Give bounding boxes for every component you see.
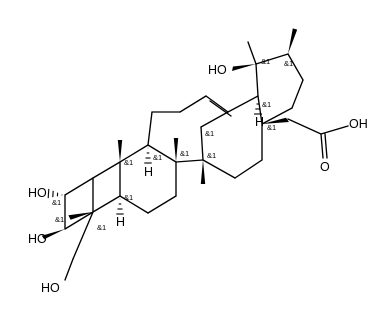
stereo-label: &1 (97, 223, 106, 232)
atom-label-oh-c3: HO (28, 232, 47, 246)
bond (92, 161, 121, 179)
bond (64, 211, 94, 230)
atom-label-cooh-oh: OH (349, 117, 368, 131)
bond (287, 53, 304, 81)
bond (320, 133, 324, 159)
stereo-label: &1 (180, 149, 189, 158)
wedge-bond (262, 117, 289, 124)
bond (200, 126, 204, 161)
hash-bond (116, 198, 124, 215)
bond (200, 111, 229, 128)
bond (261, 107, 293, 125)
stereo-label: &1 (262, 100, 271, 109)
bond (147, 111, 153, 146)
bond (205, 95, 229, 113)
bond (147, 195, 177, 214)
bond (64, 258, 74, 281)
bond (255, 63, 259, 97)
hash-bond (144, 147, 152, 164)
wedge-bond (173, 138, 179, 162)
bond (255, 53, 289, 65)
bond (92, 195, 121, 213)
bond (119, 195, 149, 214)
wedge-bond (200, 160, 206, 184)
bond (147, 144, 177, 163)
atom-label-h-c5: H (116, 215, 125, 229)
stereo-label: &1 (153, 153, 162, 162)
stereo-label: &1 (267, 123, 276, 132)
stereo-label: &1 (124, 158, 133, 167)
bond (119, 144, 149, 163)
bond (72, 211, 94, 260)
hash-bond (254, 98, 262, 115)
hash-bond (47, 188, 63, 199)
wedge-bond (68, 212, 93, 220)
stereo-label: &1 (55, 215, 64, 224)
double-bond-inner (209, 100, 232, 117)
stereo-label: &1 (284, 59, 293, 68)
bond (291, 79, 304, 109)
methyl-bond (247, 41, 257, 65)
hash-bonds (47, 98, 262, 215)
atom-labels: HO HO HO HO OH O H H H (28, 63, 368, 295)
stereo-label: &1 (52, 198, 61, 207)
bond (175, 159, 204, 163)
bond (287, 118, 322, 135)
double-bond-inner (324, 133, 328, 159)
stereo-label: &1 (205, 129, 214, 138)
wedge-bond (117, 140, 123, 162)
stereo-label: &1 (261, 57, 270, 66)
wedge-bonds (41, 28, 298, 240)
bond (202, 159, 236, 179)
atom-label-oh-c2: HO (28, 186, 47, 200)
atom-label-h-c18: H (255, 115, 264, 129)
wedge-bond (41, 229, 65, 240)
atom-label-oh-c19: HO (208, 63, 227, 77)
bond (179, 95, 207, 113)
bond (227, 95, 259, 113)
stereo-label: &1 (124, 193, 133, 202)
bond (64, 177, 94, 196)
bonds (64, 41, 349, 281)
stereo-label: &1 (207, 151, 216, 160)
bond (234, 159, 263, 179)
wedge-bond (232, 64, 256, 71)
wedge-bond (288, 28, 298, 54)
stereo-labels: &1 &1 &1 &1 &1 &1 &1 &1 &1 &1 &1 &1 &1 (52, 57, 293, 232)
atom-label-h-c9: H (144, 165, 153, 179)
atom-label-carbonyl-o: O (320, 160, 330, 174)
bond (320, 125, 349, 135)
bond (257, 95, 263, 125)
atom-label-oh-c23: HO (41, 281, 60, 295)
